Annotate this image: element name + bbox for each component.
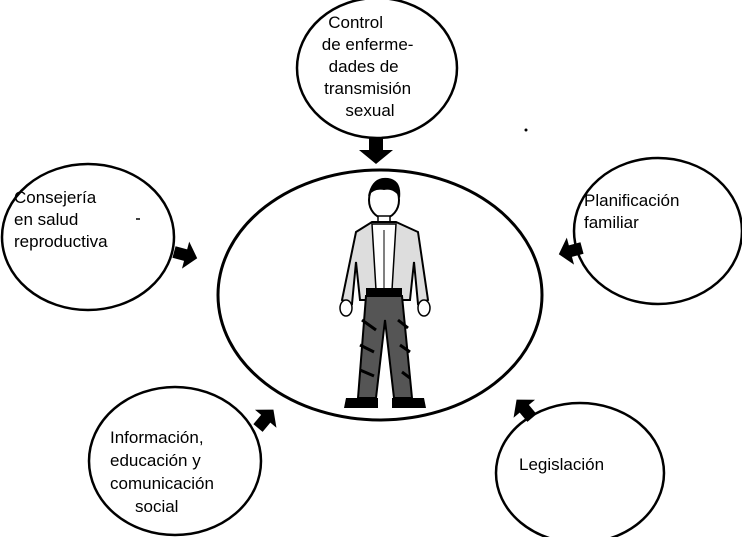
node-label-line: sexual	[345, 101, 394, 120]
node-label-line: transmisión	[324, 79, 411, 98]
scan-dot	[524, 128, 528, 132]
node-label-line: Control	[328, 13, 383, 32]
node-label-line: Información,	[110, 428, 204, 447]
node-circle-planificacion	[572, 156, 742, 306]
node-label-legislacion: Legislación	[519, 455, 604, 474]
node-label-line: dades de	[329, 57, 399, 76]
node-circle-legislacion	[494, 401, 666, 537]
arrow-icon	[558, 237, 584, 265]
arrow-icon	[359, 138, 393, 164]
arrow-icon	[513, 399, 537, 422]
node-circle-consejeria	[0, 162, 176, 312]
node-label-line: familiar	[584, 213, 639, 232]
node-label-line: Consejería	[14, 188, 97, 207]
node-label-planificacion: Planificación familiar	[584, 191, 684, 232]
node-label-line: Planificación	[584, 191, 679, 210]
center-ellipse	[216, 168, 544, 422]
node-label-informacion: Información, educación y comunicación so…	[110, 428, 219, 516]
node-label-line: de enferme-	[322, 35, 414, 54]
arrow-icon	[253, 409, 277, 432]
standing-man-figure	[339, 177, 431, 408]
node-label-line: educación y	[110, 451, 201, 470]
node-label-line: social	[135, 497, 178, 516]
node-label-line: reproductiva	[14, 232, 108, 251]
node-label-consejeria: Consejería en salud reproductiva	[14, 188, 108, 251]
node-circle-informacion	[87, 385, 263, 537]
arrow-icon	[172, 241, 198, 269]
node-label-control: Control de enferme- dades de transmisión…	[322, 13, 418, 120]
node-label-line: Legislación	[519, 455, 604, 474]
node-label-line: en salud	[14, 210, 78, 229]
node-label-line: comunicación	[110, 474, 214, 493]
